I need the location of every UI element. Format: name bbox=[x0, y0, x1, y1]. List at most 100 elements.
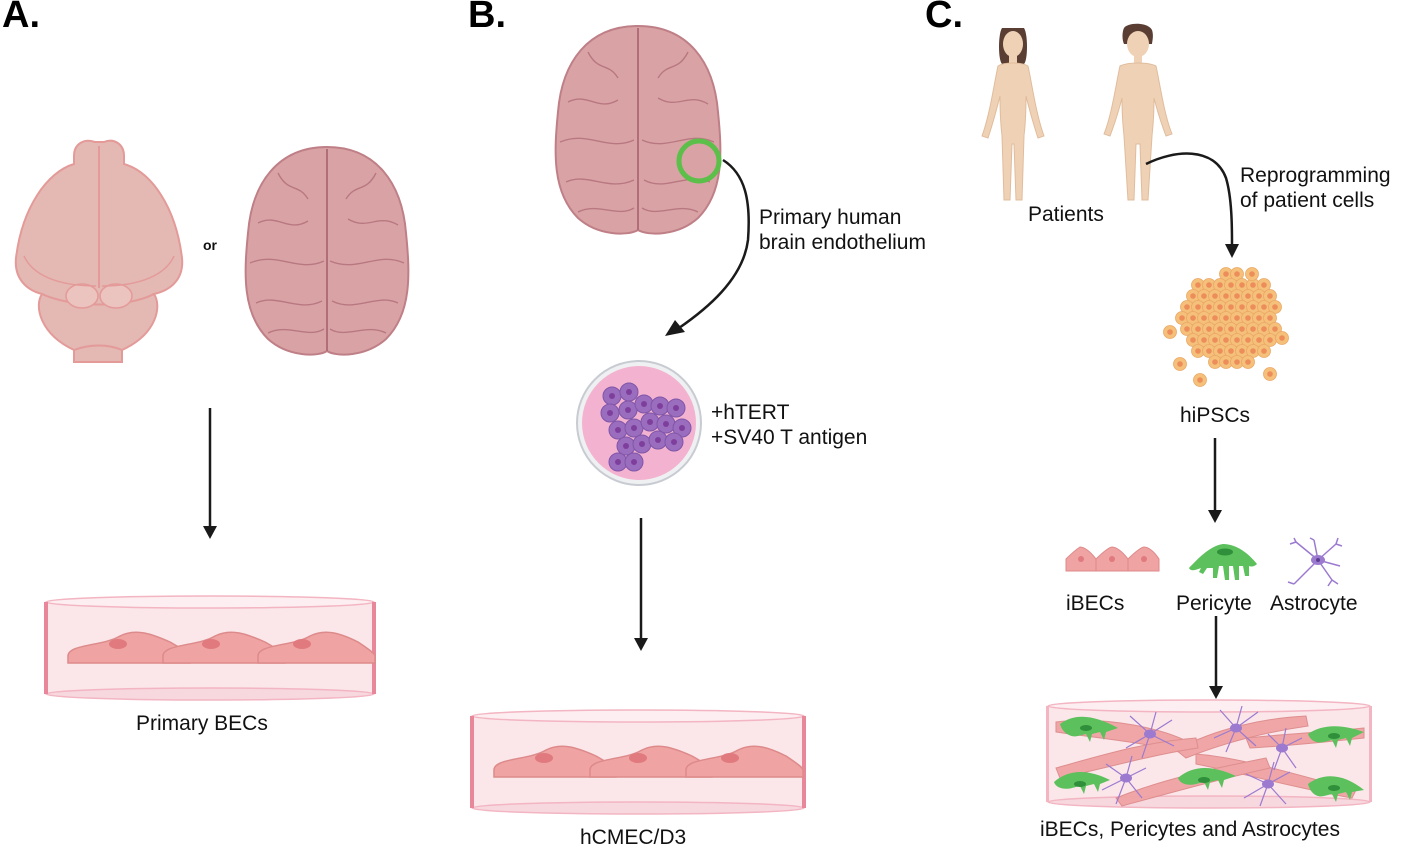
panel-b-label: B. bbox=[468, 0, 506, 36]
hipsc-nucleus bbox=[1239, 348, 1245, 354]
hipsc-nucleus bbox=[1245, 293, 1251, 299]
female-patient-icon bbox=[981, 28, 1045, 201]
hipsc-nucleus bbox=[1234, 359, 1240, 365]
treatment-sv40: +SV40 T antigen bbox=[711, 426, 868, 449]
hipsc-nucleus bbox=[1179, 315, 1185, 321]
human-brain-icon bbox=[244, 145, 410, 356]
hipsc-nucleus bbox=[1195, 304, 1201, 310]
hipsc-nucleus bbox=[1167, 329, 1173, 335]
panel-a-label: A. bbox=[2, 0, 40, 36]
hipsc-nucleus bbox=[1272, 304, 1278, 310]
male-patient-icon bbox=[1103, 23, 1173, 201]
hipsc-nucleus bbox=[1249, 271, 1255, 277]
hipsc-nucleus bbox=[1245, 359, 1251, 365]
hipsc-nucleus bbox=[1239, 282, 1245, 288]
hipsc-nucleus bbox=[1223, 315, 1229, 321]
hipsc-nucleus bbox=[1212, 337, 1218, 343]
hipsc-nucleus bbox=[1190, 293, 1196, 299]
hipsc-nucleus bbox=[1184, 304, 1190, 310]
hipsc-nucleus bbox=[1250, 348, 1256, 354]
hipsc-nucleus bbox=[1190, 315, 1196, 321]
hipsc-nucleus bbox=[1272, 326, 1278, 332]
hipsc-nucleus bbox=[1261, 282, 1267, 288]
hipsc-nucleus bbox=[1228, 282, 1234, 288]
hipsc-nucleus bbox=[1234, 315, 1240, 321]
hipsc-nucleus bbox=[1228, 348, 1234, 354]
hipsc-nucleus bbox=[1245, 315, 1251, 321]
culture-dish-b bbox=[470, 709, 806, 815]
hipsc-nucleus bbox=[1256, 315, 1262, 321]
hipsc-nucleus bbox=[1228, 304, 1234, 310]
human-brain-icon bbox=[554, 24, 722, 235]
hipsc-nucleus bbox=[1239, 304, 1245, 310]
hipsc-nucleus bbox=[1217, 282, 1223, 288]
hipscs-caption: hiPSCs bbox=[1180, 404, 1251, 427]
process-label-c-line1: Reprogramming bbox=[1240, 164, 1391, 187]
hipsc-nucleus bbox=[1206, 304, 1212, 310]
hipsc-nucleus bbox=[1223, 337, 1229, 343]
arrow-c-down-1 bbox=[1208, 438, 1222, 523]
treatment-htert: +hTERT bbox=[711, 401, 790, 424]
patients-caption: Patients bbox=[1028, 203, 1104, 226]
cell-type-astrocyte: Astrocyte bbox=[1270, 592, 1358, 615]
hipsc-nucleus bbox=[1261, 304, 1267, 310]
hipsc-nucleus bbox=[1217, 304, 1223, 310]
astrocyte-icon bbox=[1287, 537, 1343, 587]
hipsc-nucleus bbox=[1234, 337, 1240, 343]
hipsc-nucleus bbox=[1250, 326, 1256, 332]
hipsc-nucleus bbox=[1267, 315, 1273, 321]
hipsc-nucleus bbox=[1223, 359, 1229, 365]
hipsc-nucleus bbox=[1190, 337, 1196, 343]
hipsc-nucleus bbox=[1212, 293, 1218, 299]
hipsc-nucleus bbox=[1250, 304, 1256, 310]
hipsc-nucleus bbox=[1234, 271, 1240, 277]
arrow-b-down bbox=[634, 518, 648, 651]
hipsc-nucleus bbox=[1256, 337, 1262, 343]
cell-type-pericyte: Pericyte bbox=[1176, 592, 1252, 615]
hipsc-nucleus bbox=[1234, 293, 1240, 299]
hipsc-nucleus bbox=[1206, 282, 1212, 288]
process-label-c-line2: of patient cells bbox=[1240, 189, 1375, 212]
hipsc-nucleus bbox=[1195, 348, 1201, 354]
coculture-dish bbox=[1046, 699, 1372, 809]
hipsc-nucleus bbox=[1201, 293, 1207, 299]
hipsc-nucleus bbox=[1212, 315, 1218, 321]
arrow-a-down bbox=[203, 408, 217, 539]
process-label-b-line2: brain endothelium bbox=[759, 231, 926, 254]
hipsc-nucleus bbox=[1197, 377, 1203, 383]
or-connector: or bbox=[203, 237, 217, 253]
hipsc-nucleus bbox=[1239, 326, 1245, 332]
hipsc-nucleus bbox=[1267, 371, 1273, 377]
hipsc-nucleus bbox=[1195, 326, 1201, 332]
pericyte-icon bbox=[1189, 544, 1257, 580]
hipsc-nucleus bbox=[1184, 326, 1190, 332]
hipsc-nucleus bbox=[1206, 326, 1212, 332]
mouse-brain-icon bbox=[14, 139, 184, 363]
hipsc-nucleus bbox=[1245, 337, 1251, 343]
hipsc-nucleus bbox=[1206, 348, 1212, 354]
arrow-b-curved bbox=[665, 158, 750, 336]
process-label-b-line1: Primary human bbox=[759, 206, 902, 229]
hipsc-nucleus bbox=[1217, 348, 1223, 354]
endothelial-cells bbox=[67, 631, 376, 664]
hipsc-nucleus bbox=[1217, 326, 1223, 332]
arrow-c-curved bbox=[1145, 152, 1239, 258]
ibec-cells-icon bbox=[1065, 546, 1160, 572]
hipsc-nucleus bbox=[1267, 293, 1273, 299]
coculture-caption: iBECs, Pericytes and Astrocytes bbox=[1040, 818, 1340, 841]
hcmec-d3-caption: hCMEC/D3 bbox=[580, 826, 687, 849]
panel-c-label: C. bbox=[925, 0, 963, 36]
hipsc-nucleus bbox=[1279, 335, 1285, 341]
primary-becs-caption: Primary BECs bbox=[136, 712, 268, 735]
hipsc-nucleus bbox=[1228, 326, 1234, 332]
hipsc-nucleus bbox=[1256, 293, 1262, 299]
hipsc-nucleus bbox=[1250, 282, 1256, 288]
hipsc-nucleus bbox=[1177, 361, 1183, 367]
hipsc-nucleus bbox=[1212, 359, 1218, 365]
culture-dish-a bbox=[44, 595, 376, 701]
hipsc-nucleus bbox=[1223, 293, 1229, 299]
arrow-c-down-2 bbox=[1209, 616, 1223, 699]
hipsc-nucleus bbox=[1267, 337, 1273, 343]
hipsc-nucleus bbox=[1201, 337, 1207, 343]
hipsc-cluster-icon bbox=[1163, 267, 1289, 387]
